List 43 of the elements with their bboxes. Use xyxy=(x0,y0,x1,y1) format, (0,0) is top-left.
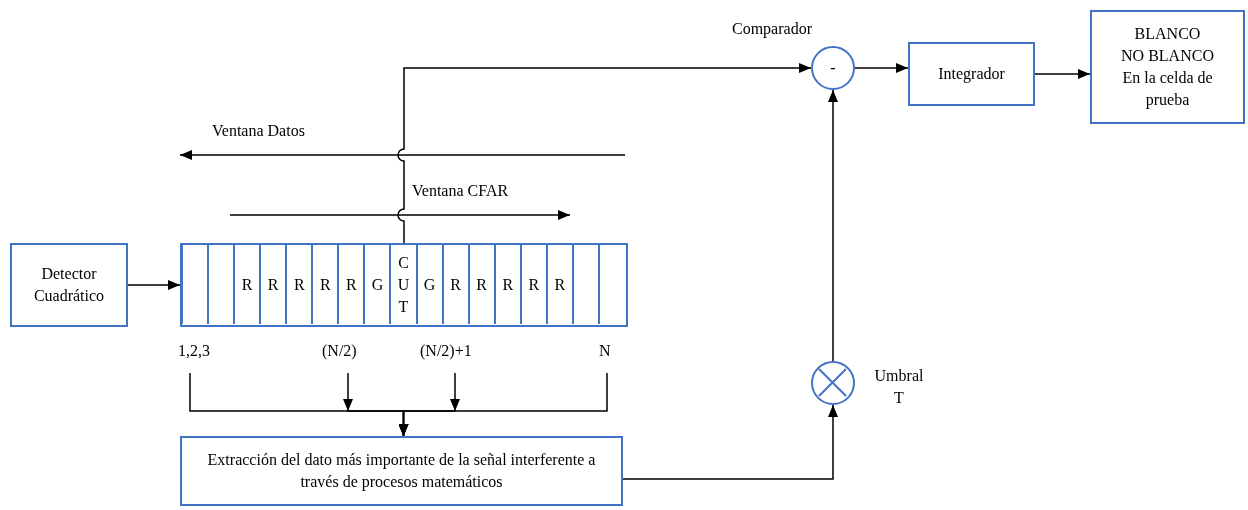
register-cell: G xyxy=(364,245,391,324)
index-label: N xyxy=(599,340,623,364)
arrow xyxy=(1034,69,1091,79)
box-text: NO BLANCO xyxy=(1121,46,1214,66)
node-caption: Umbral T xyxy=(873,366,925,408)
window-label: Ventana Datos xyxy=(212,122,305,140)
index-label: (N/2)+1 xyxy=(420,340,500,364)
register-cell xyxy=(182,245,209,324)
register-cell: R xyxy=(442,245,469,324)
register-cell: R xyxy=(494,245,521,324)
box-text: Detector Cuadrático xyxy=(32,264,106,306)
arrow xyxy=(398,372,608,437)
register-array xyxy=(180,243,628,327)
window-label: Ventana CFAR xyxy=(412,182,509,200)
arrow xyxy=(854,63,909,73)
register-cell xyxy=(572,245,599,324)
box-text: Integrador xyxy=(938,64,1005,85)
register-cell: R xyxy=(286,245,313,324)
box-text: En la celda de prueba xyxy=(1121,68,1214,111)
register-cell: R xyxy=(546,245,573,324)
arrow xyxy=(127,280,181,290)
process-box xyxy=(180,436,623,506)
output-box xyxy=(1090,10,1245,124)
register-cell: G xyxy=(416,245,443,324)
box-text: BLANCO xyxy=(1134,24,1201,44)
index-label: 1,2,3 xyxy=(178,340,238,364)
register-cell: CUT xyxy=(390,245,417,324)
register-cell: R xyxy=(312,245,339,324)
process-box xyxy=(10,243,128,327)
box-text: Extracción del dato más importante de la señal interferente a través de procesos matemáticos xyxy=(206,450,597,493)
register-cell: R xyxy=(234,245,261,324)
box-text: - xyxy=(830,58,836,78)
index-label: (N/2) xyxy=(322,340,382,364)
arrow xyxy=(397,63,812,244)
register-cell xyxy=(208,245,235,324)
node-caption: Comparador xyxy=(731,19,813,40)
arrow xyxy=(622,404,838,480)
arrow xyxy=(828,89,838,362)
register-cell: R xyxy=(520,245,547,324)
register-cell: R xyxy=(260,245,287,324)
process-box xyxy=(908,42,1035,106)
register-cell: R xyxy=(468,245,495,324)
register-cell: R xyxy=(338,245,365,324)
